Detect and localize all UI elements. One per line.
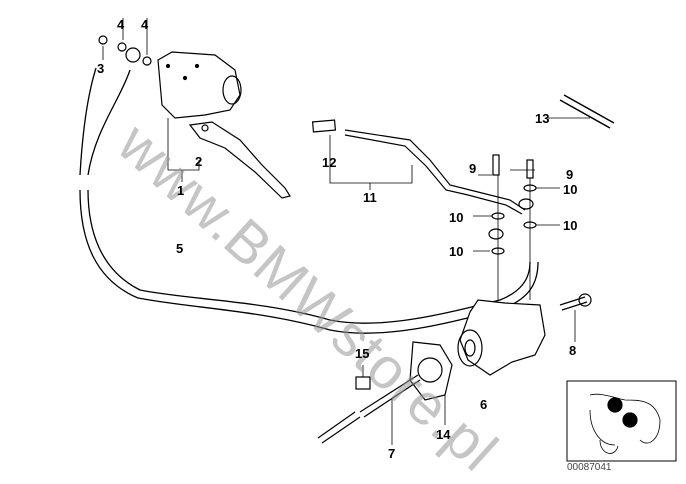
callout-10b[interactable]: 10	[449, 210, 464, 225]
callout-5[interactable]: 5	[176, 241, 184, 256]
callout-10c[interactable]: 10	[563, 218, 578, 233]
callout-13[interactable]: 13	[535, 111, 550, 126]
washer-part-4b	[142, 56, 152, 66]
bolt-part-9b	[526, 159, 534, 179]
callout-3[interactable]: 3	[97, 61, 105, 76]
callout-8[interactable]: 8	[569, 343, 577, 358]
callout-12[interactable]: 12	[322, 155, 337, 170]
callout-11[interactable]: 11	[363, 190, 377, 205]
fitting-sleeve	[518, 198, 534, 210]
pipe-part-11	[344, 129, 526, 215]
washer-part-4a	[117, 42, 127, 52]
slave-cylinder-part-6	[459, 299, 546, 376]
pushrod-part-7	[317, 374, 421, 444]
lever-part-2	[188, 121, 291, 199]
bolt-part-8	[559, 296, 588, 311]
thumbnail-frame	[566, 380, 677, 462]
image-code: 00087041	[567, 462, 612, 473]
bolt-part-9a	[492, 154, 500, 176]
callout-4b[interactable]: 4	[141, 17, 149, 32]
callout-14[interactable]: 14	[436, 427, 451, 442]
callout-10a[interactable]: 10	[563, 182, 578, 197]
master-cylinder-part-1	[157, 51, 241, 119]
callout-6[interactable]: 6	[480, 397, 488, 412]
callout-2[interactable]: 2	[195, 154, 203, 169]
callout-15[interactable]: 15	[355, 346, 370, 361]
callout-9a[interactable]: 9	[469, 161, 477, 176]
callout-1[interactable]: 1	[177, 183, 185, 198]
callout-7[interactable]: 7	[388, 446, 396, 461]
motorcycle-outline	[589, 393, 661, 454]
callout-4a[interactable]: 4	[117, 17, 125, 32]
fitting-part-12	[311, 119, 337, 133]
bolt-part-3	[98, 35, 108, 45]
hose-part-5	[79, 67, 131, 176]
banjo-fitting	[125, 47, 141, 63]
callout-9b[interactable]: 9	[566, 167, 574, 182]
strap-part-13	[559, 94, 615, 129]
callout-10d[interactable]: 10	[449, 244, 464, 259]
